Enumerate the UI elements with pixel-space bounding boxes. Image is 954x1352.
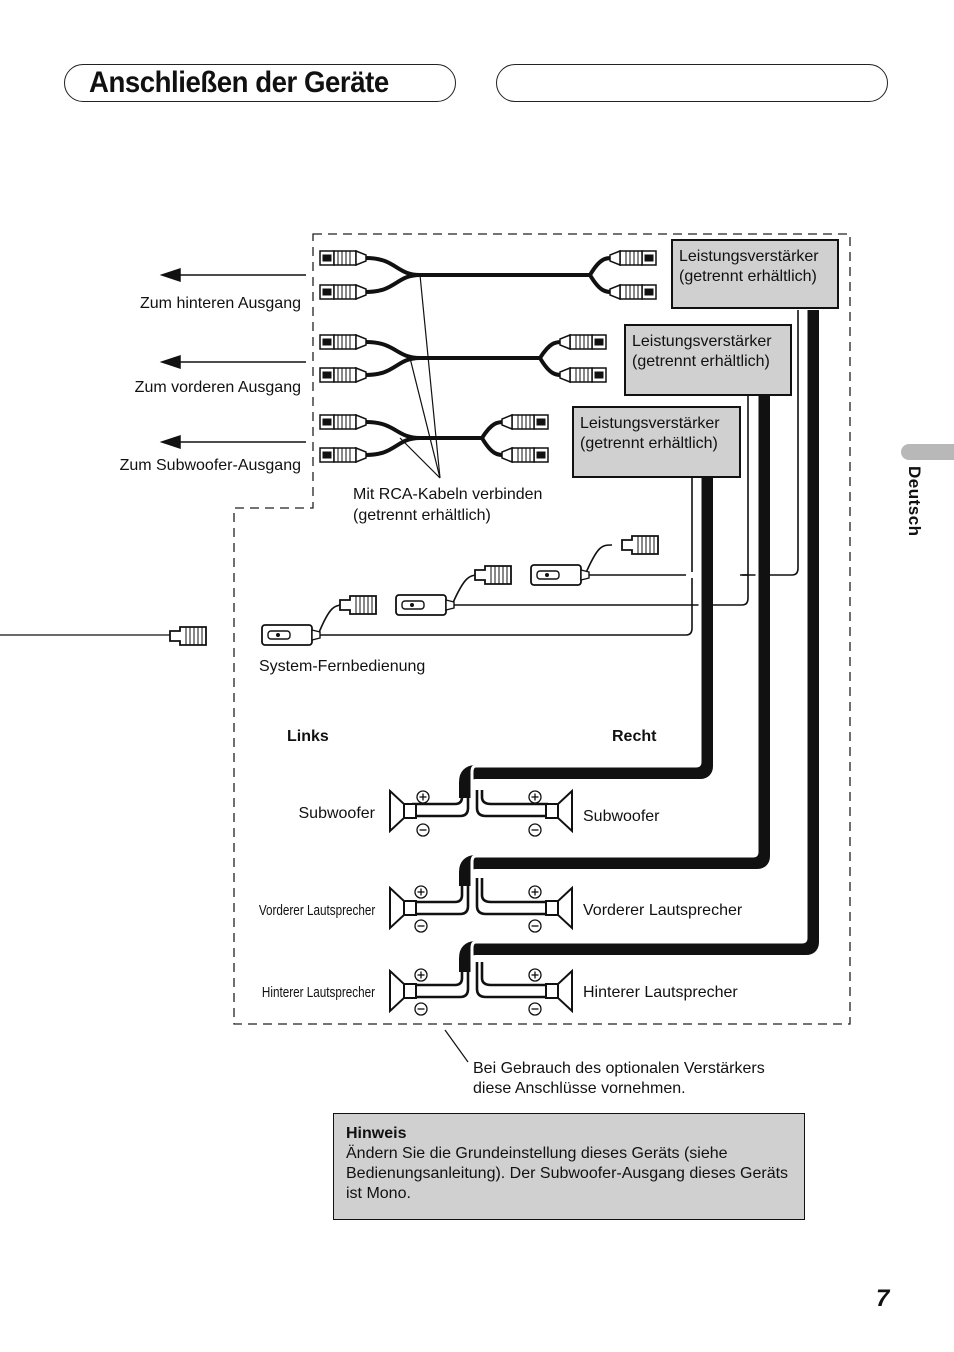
amplifier-front-line2: (getrennt erhältlich) xyxy=(632,353,770,370)
rca-note-line2: (getrennt erhältlich) xyxy=(353,507,491,524)
page-number: 7 xyxy=(876,1285,890,1312)
note-text: Ändern Sie die Grundeinstellung dieses G… xyxy=(346,1145,789,1202)
rca-cable-front xyxy=(319,334,606,383)
amplifier-rear-line2: (getrennt erhältlich) xyxy=(679,268,817,285)
label-rear-speaker-left: Hinterer Lautsprecher xyxy=(261,984,375,1001)
speakers-subwoofer xyxy=(412,790,548,818)
label-front-output: Zum vorderen Ausgang xyxy=(134,379,301,396)
empty-header-box xyxy=(496,64,888,102)
label-rear-speaker-right: Hinterer Lautsprecher xyxy=(583,984,738,1001)
label-left: Links xyxy=(287,728,329,745)
speakers-front xyxy=(412,878,548,916)
amplifier-front: Leistungsverstärker (getrennt erhältlich… xyxy=(624,324,792,396)
page-title: Anschließen der Geräte xyxy=(89,66,389,99)
label-front-speaker-left: Vorderer Lautsprecher xyxy=(258,902,375,919)
amplifier-subwoofer-line2: (getrennt erhältlich) xyxy=(580,435,718,452)
optional-note-line1: Bei Gebrauch des optionalen Verstärkers xyxy=(473,1060,765,1077)
language-label: Deutsch xyxy=(905,466,924,537)
speakers-rear xyxy=(412,962,548,999)
language-tab xyxy=(901,444,954,460)
label-system-remote: System-Fernbedienung xyxy=(259,658,426,675)
label-rear-output: Zum hinteren Ausgang xyxy=(140,295,301,312)
rca-cable-rear xyxy=(319,250,656,300)
label-right: Recht xyxy=(612,728,657,745)
rca-note-line1: Mit RCA-Kabeln verbinden xyxy=(353,486,543,503)
optional-note-line2: diese Anschlüsse vornehmen. xyxy=(473,1080,686,1097)
amplifier-subwoofer: Leistungsverstärker (getrennt erhältlich… xyxy=(572,406,741,478)
label-subwoofer-output: Zum Subwoofer-Ausgang xyxy=(119,457,301,474)
label-front-speaker-right: Vorderer Lautsprecher xyxy=(583,902,743,919)
amplifier-rear-line1: Leistungsverstärker xyxy=(679,248,819,265)
amplifier-front-line1: Leistungsverstärker xyxy=(632,333,772,350)
amplifier-subwoofer-line1: Leistungsverstärker xyxy=(580,415,720,432)
label-subwoofer-right: Subwoofer xyxy=(583,808,660,825)
amplifier-rear: Leistungsverstärker (getrennt erhältlich… xyxy=(671,239,839,309)
note-box: Hinweis Ändern Sie die Grundeinstellung … xyxy=(333,1113,805,1220)
label-subwoofer-left: Subwoofer xyxy=(298,805,376,822)
note-title: Hinweis xyxy=(346,1125,407,1142)
title-box: Anschließen der Geräte xyxy=(64,64,456,102)
